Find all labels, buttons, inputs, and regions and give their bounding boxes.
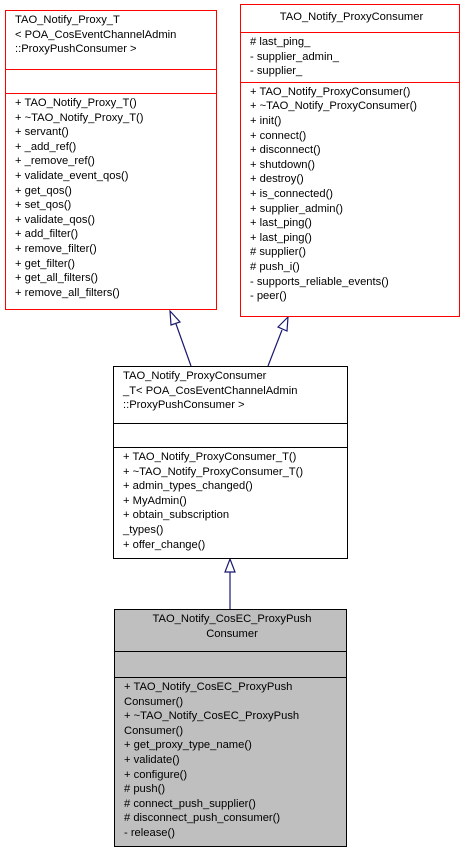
- class-title-line: _T< POA_CosEventChannelAdmin: [123, 384, 298, 397]
- method: + TAO_Notify_CosEC_ProxyPush: [124, 681, 293, 693]
- class-title: TAO_Notify_ProxyConsumer: [241, 5, 459, 32]
- method: + _add_ref(): [15, 140, 77, 153]
- method: # supplier(): [250, 246, 306, 259]
- method: # connect_push_supplier(): [124, 797, 256, 810]
- method: + supplier_admin(): [250, 202, 343, 215]
- attribute: - supplier_: [250, 65, 303, 78]
- method: + offer_change(): [123, 538, 206, 551]
- class-title: TAO_Notify_ProxyConsumer _T< POA_CosEven…: [114, 367, 347, 423]
- method: + validate_qos(): [15, 213, 95, 226]
- edge-proxy-consumer-t-to-proxy-t: [169, 309, 192, 367]
- class-title-line: Consumer: [206, 627, 258, 640]
- class-title-line: TAO_Notify_ProxyConsumer: [279, 11, 424, 23]
- attributes-section: [114, 423, 347, 447]
- method: # push(): [124, 783, 166, 796]
- method: + get_qos(): [15, 184, 72, 197]
- method: + TAO_Notify_ProxyConsumer(): [250, 85, 411, 98]
- method: + TAO_Notify_ProxyConsumer_T(): [123, 451, 297, 463]
- method: # push_i(): [250, 260, 300, 273]
- class-title: TAO_Notify_Proxy_T < POA_CosEventChannel…: [6, 11, 216, 69]
- method: + shutdown(): [250, 158, 315, 171]
- attributes-section: [115, 651, 346, 677]
- methods-section: + TAO_Notify_ProxyConsumer() + ~TAO_Noti…: [241, 81, 459, 307]
- methods-section: + TAO_Notify_CosEC_ProxyPush Consumer() …: [115, 677, 346, 844]
- attribute: - supplier_admin_: [250, 50, 339, 63]
- method: + ~TAO_Notify_Proxy_T(): [15, 111, 144, 124]
- class-title-line: TAO_Notify_ProxyConsumer: [123, 370, 267, 382]
- class-box-proxy-t[interactable]: TAO_Notify_Proxy_T < POA_CosEventChannel…: [5, 10, 217, 310]
- methods-section: + TAO_Notify_ProxyConsumer_T() + ~TAO_No…: [114, 447, 347, 555]
- class-title-line: TAO_Notify_Proxy_T: [15, 14, 120, 26]
- method: + ~TAO_Notify_ProxyConsumer(): [250, 100, 418, 113]
- method: Consumer(): [124, 724, 184, 737]
- method: # disconnect_push_consumer(): [124, 812, 281, 825]
- attributes-section: [6, 69, 216, 93]
- method: + admin_types_changed(): [123, 480, 253, 493]
- method: _types(): [123, 523, 164, 536]
- method: + get_all_filters(): [15, 272, 99, 285]
- edge-cosec-to-proxy-consumer-t: [224, 557, 236, 609]
- method: + remove_all_filters(): [15, 286, 120, 299]
- class-title-line: TAO_Notify_CosEC_ProxyPush: [152, 613, 312, 625]
- class-title-line: < POA_CosEventChannelAdmin: [15, 28, 177, 41]
- class-title-line: ::ProxyPushConsumer >: [15, 43, 137, 56]
- method: + obtain_subscription: [123, 509, 230, 522]
- method: + last_ping(): [250, 231, 312, 244]
- method: + ~TAO_Notify_CosEC_ProxyPush: [124, 710, 300, 723]
- method: + ~TAO_Notify_ProxyConsumer_T(): [123, 465, 304, 478]
- edge-proxy-consumer-t-to-proxy-consumer: [267, 315, 289, 367]
- class-title: TAO_Notify_CosEC_ProxyPush Consumer: [115, 610, 346, 651]
- method: + servant(): [15, 126, 69, 139]
- method: + connect(): [250, 129, 307, 142]
- method: + set_qos(): [15, 199, 72, 212]
- method: + is_connected(): [250, 187, 334, 200]
- method: + validate_event_qos(): [15, 169, 129, 182]
- method: Consumer(): [124, 695, 184, 708]
- class-title-line: ::ProxyPushConsumer >: [123, 399, 245, 412]
- method: - peer(): [250, 290, 287, 303]
- method: + init(): [250, 114, 282, 127]
- method: + last_ping(): [250, 217, 312, 230]
- method: + configure(): [124, 768, 188, 781]
- attributes-section: # last_ping_ - supplier_admin_ - supplie…: [241, 32, 459, 82]
- method: + get_filter(): [15, 257, 76, 270]
- class-box-cosec-proxy-push-consumer[interactable]: TAO_Notify_CosEC_ProxyPush Consumer + TA…: [114, 609, 347, 847]
- method: - supports_reliable_events(): [250, 275, 389, 288]
- class-box-proxy-consumer-t[interactable]: TAO_Notify_ProxyConsumer _T< POA_CosEven…: [113, 366, 348, 559]
- method: + MyAdmin(): [123, 494, 187, 507]
- method: + get_proxy_type_name(): [124, 739, 252, 752]
- class-box-proxy-consumer[interactable]: TAO_Notify_ProxyConsumer # last_ping_ - …: [240, 4, 460, 317]
- attribute: # last_ping_: [250, 36, 311, 48]
- method: - release(): [124, 826, 175, 839]
- method: + validate(): [124, 753, 180, 766]
- method: + destroy(): [250, 173, 304, 186]
- method: + disconnect(): [250, 144, 321, 157]
- method: + _remove_ref(): [15, 155, 95, 168]
- method: + add_filter(): [15, 228, 79, 241]
- methods-section: + TAO_Notify_Proxy_T() + ~TAO_Notify_Pro…: [6, 93, 216, 303]
- method: + TAO_Notify_Proxy_T(): [15, 97, 137, 109]
- method: + remove_filter(): [15, 242, 97, 255]
